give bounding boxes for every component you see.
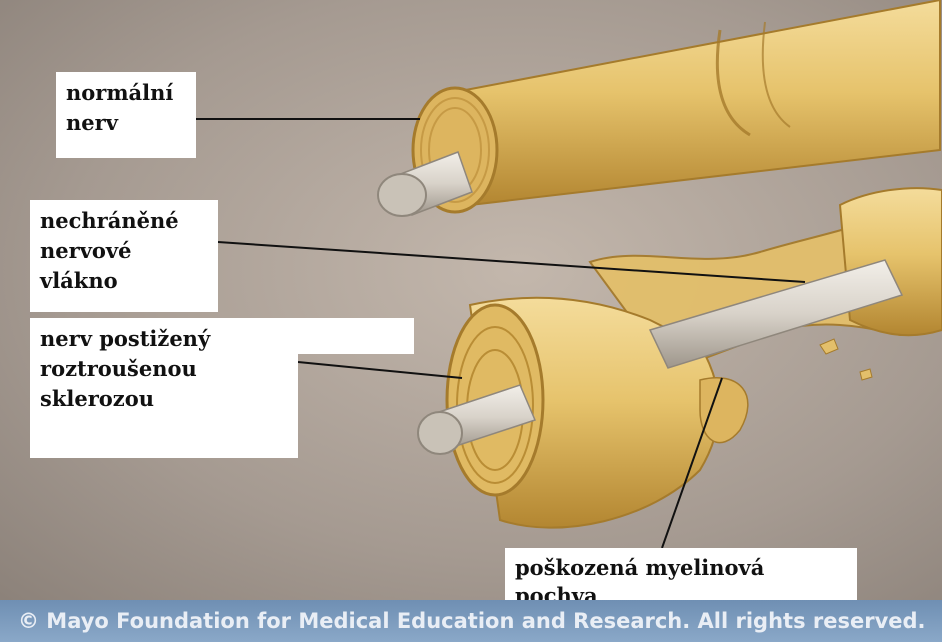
- label-damaged-sheath-line1: poškozená myelinová: [515, 554, 847, 582]
- copyright-text: © Mayo Foundation for Medical Education …: [18, 609, 926, 633]
- label-normal-nerve-line1: normální: [66, 78, 186, 108]
- label-ms-nerve: nerv postižený: [30, 318, 414, 354]
- label-ms-nerve-line1: nerv postižený: [40, 324, 404, 354]
- label-normal-nerve-line2: nerv: [66, 108, 186, 138]
- label-unprotected-fiber-line2: nervové: [40, 236, 208, 266]
- label-ms-nerve-cont: roztroušenou sklerozou: [30, 354, 298, 458]
- label-ms-nerve-line2: roztroušenou: [40, 354, 288, 384]
- label-unprotected-fiber-line3: vlákno: [40, 266, 208, 296]
- label-normal-nerve: normální nerv: [56, 72, 196, 158]
- label-unprotected-fiber: nechráněné nervové vlákno: [30, 200, 218, 312]
- copyright-bar: © Mayo Foundation for Medical Education …: [0, 600, 942, 642]
- label-unprotected-fiber-line1: nechráněné: [40, 206, 208, 236]
- label-ms-nerve-line3: sklerozou: [40, 384, 288, 414]
